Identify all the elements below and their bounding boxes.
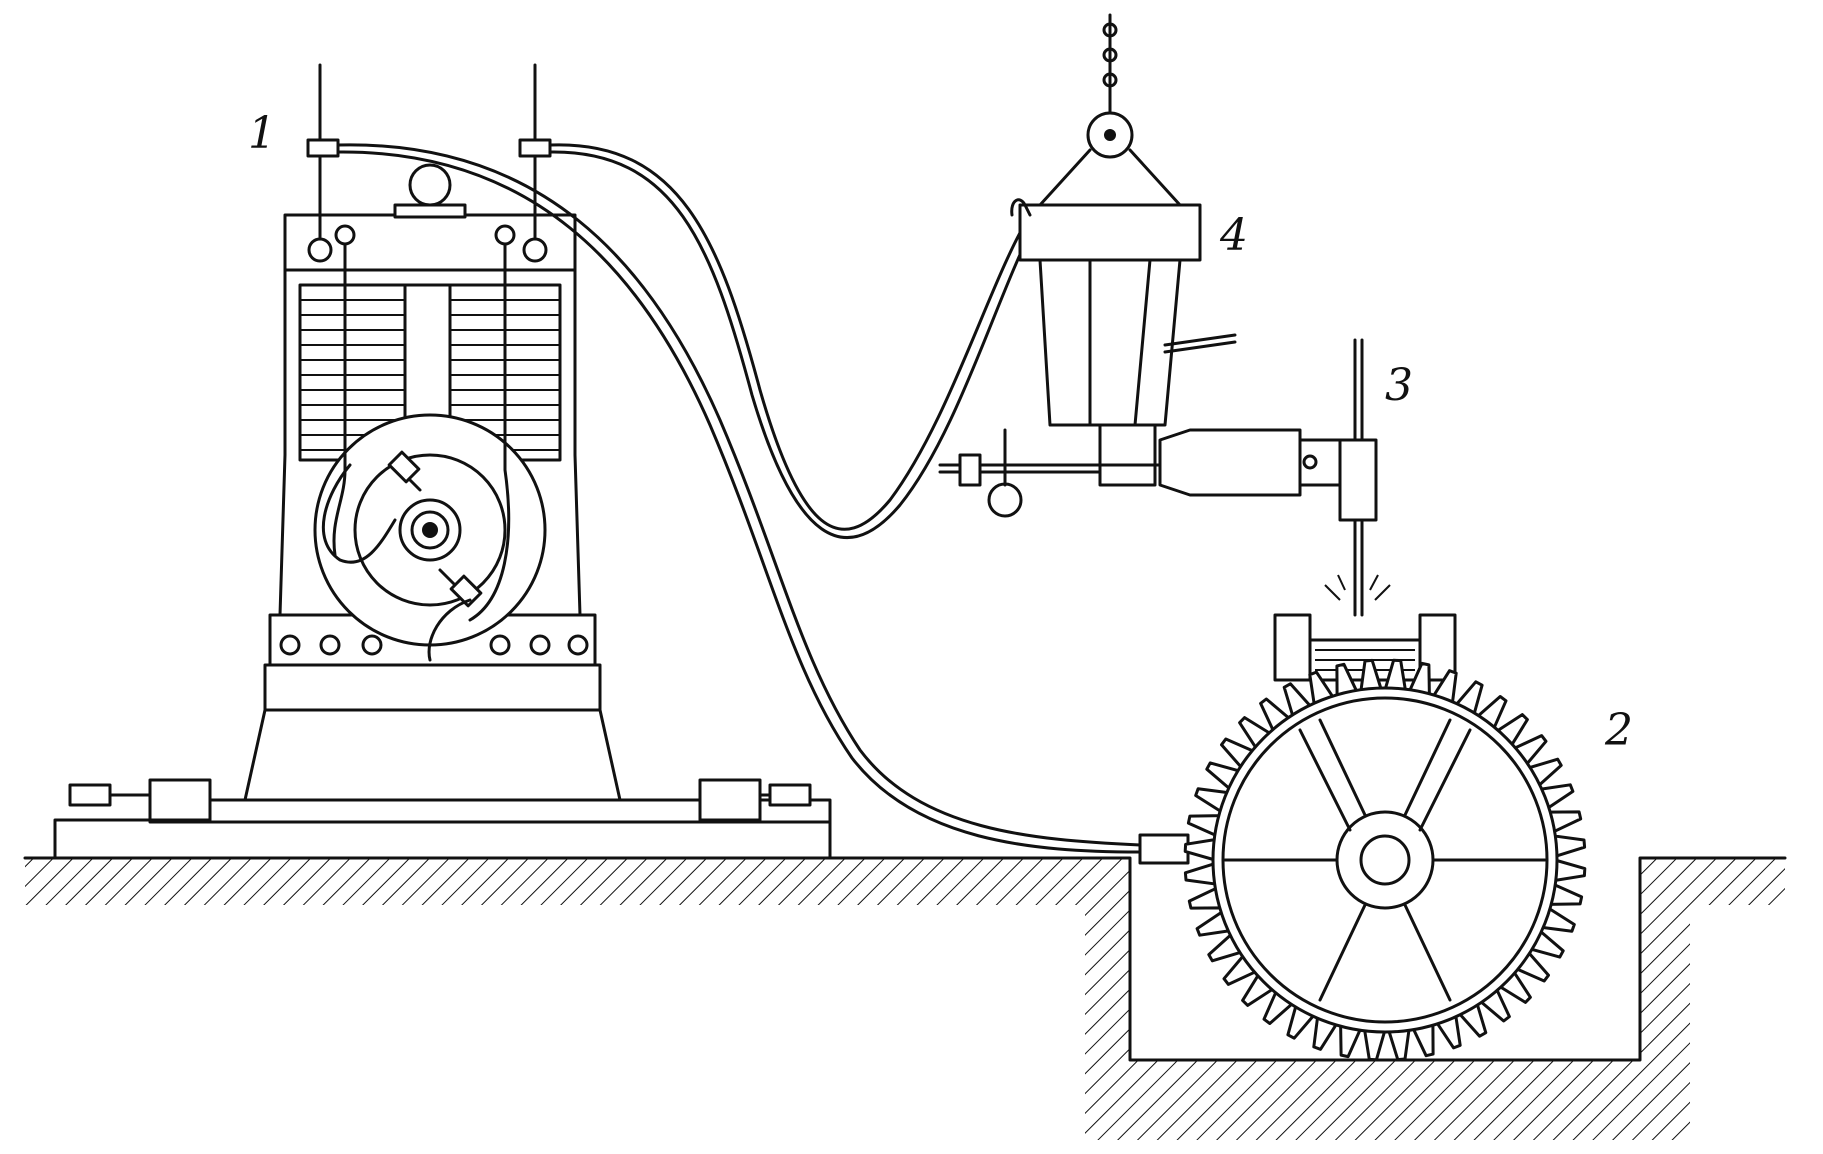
armature	[313, 413, 547, 647]
generator-base-plate	[53, 818, 832, 860]
bolt-row	[279, 634, 589, 656]
cable-to-head	[548, 143, 1032, 531]
gear-casting	[1183, 613, 1587, 1062]
electrode-holder	[1324, 338, 1391, 617]
label-motor-unit: 4	[1219, 210, 1248, 261]
generator	[53, 63, 832, 860]
cable-to-gear	[336, 143, 1142, 847]
label-electrode-holder: 3	[1385, 360, 1413, 411]
label-generator: 1	[248, 108, 276, 159]
label-gear-casting: 2	[1604, 705, 1633, 756]
cables	[336, 143, 1190, 865]
ground-foundation	[23, 856, 1787, 1140]
gear-spokes	[1223, 718, 1547, 1002]
motor-unit	[938, 13, 1342, 518]
